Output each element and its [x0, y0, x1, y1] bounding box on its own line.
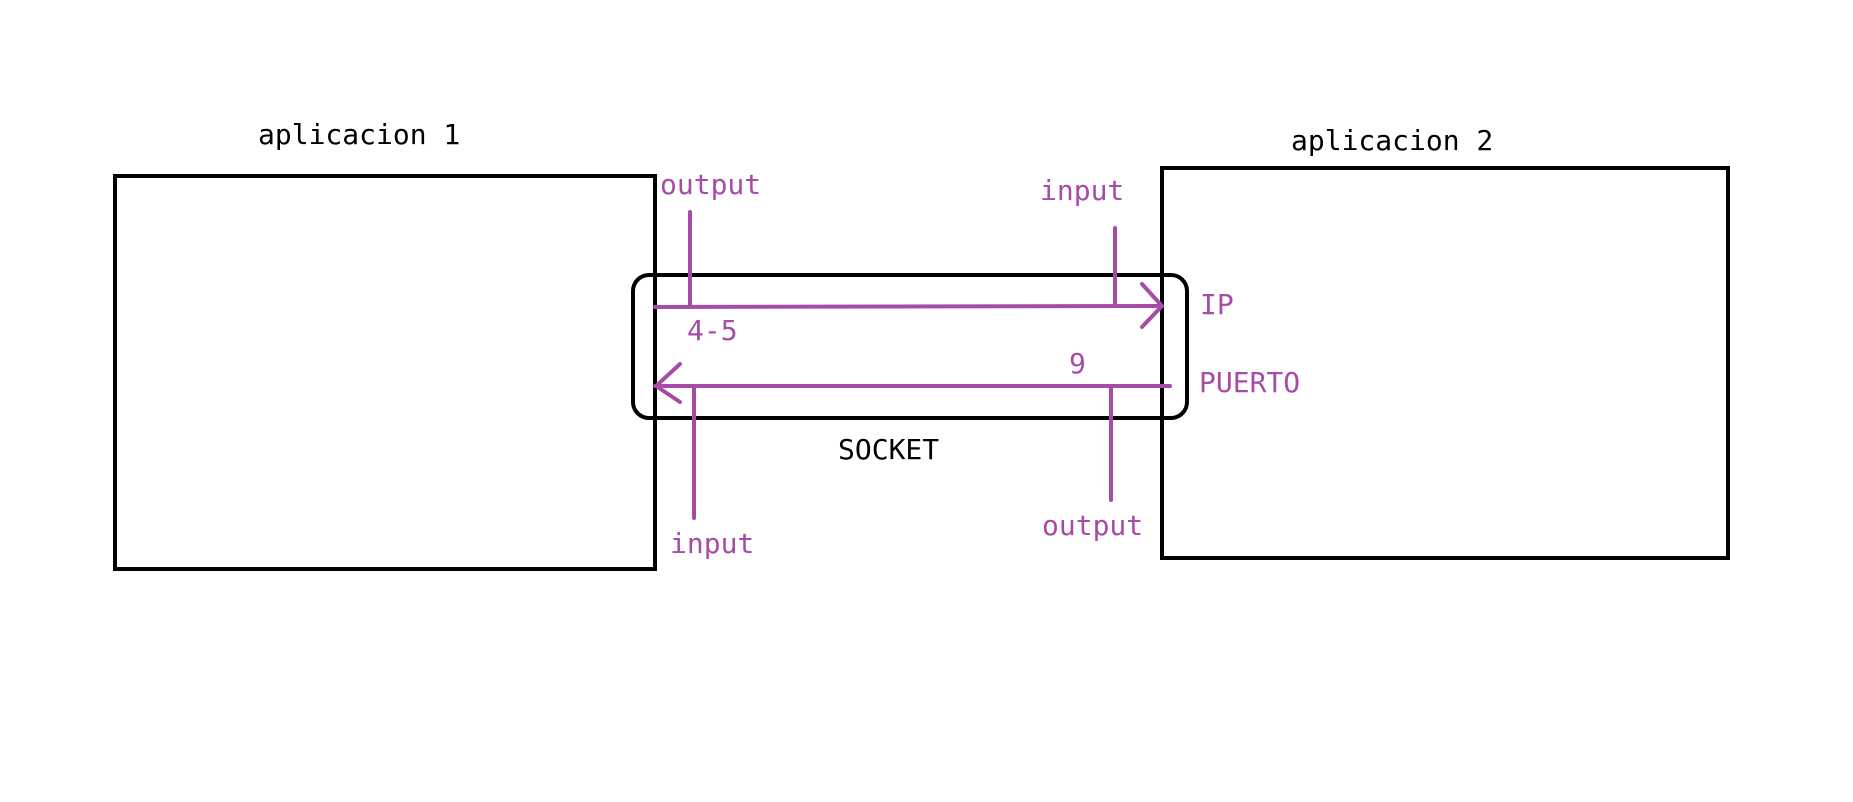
forward-channel-label: 4-5 [687, 314, 738, 347]
ip-label: IP [1200, 288, 1234, 321]
puerto-label: PUERTO [1199, 366, 1300, 399]
app2-output-label: output [1042, 509, 1143, 542]
forward-arrow-line [653, 304, 1162, 309]
return-arrow [653, 362, 1172, 404]
app1-title: aplicacion 1 [258, 118, 460, 151]
app2-input-label: input [1040, 174, 1124, 207]
app1-input-label: input [670, 527, 754, 560]
socket-box [631, 273, 1189, 420]
app2-box [1160, 166, 1730, 560]
forward-arrow [653, 282, 1164, 329]
return-arrowhead [654, 362, 682, 404]
app1-output-label: output [660, 168, 761, 201]
socket-label: SOCKET [838, 433, 939, 466]
return-channel-label: 9 [1069, 347, 1086, 380]
app1-box [113, 174, 657, 571]
forward-arrowhead [1140, 282, 1164, 329]
app2-title: aplicacion 2 [1291, 124, 1493, 157]
